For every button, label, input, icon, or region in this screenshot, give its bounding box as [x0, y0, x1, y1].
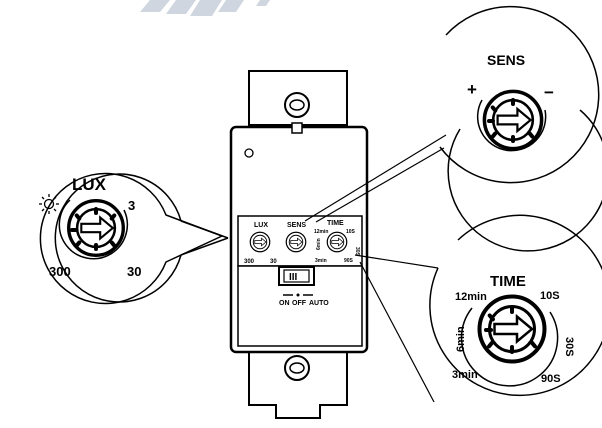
- time-10s-label: 10S: [540, 290, 560, 302]
- device-sens-label: SENS: [287, 222, 306, 229]
- device-time-3min: 3min: [315, 258, 327, 264]
- top-edge-marks: [140, 0, 270, 16]
- sens-minus-label: −: [544, 83, 554, 102]
- time-12min-label: 12min: [455, 291, 487, 303]
- sens-dial-notches: [487, 98, 535, 143]
- time-3min-label: 3min: [452, 369, 478, 381]
- switch-symbol: III: [289, 272, 298, 283]
- sens-callout: SENS + −: [304, 5, 602, 252]
- lux-dial-notches: [70, 207, 117, 251]
- time-title: TIME: [490, 273, 526, 290]
- device-labels: LUX SENS TIME 300 30 12min 10S 6min 30S …: [244, 220, 360, 265]
- sun-icon: [39, 194, 59, 214]
- device-sens-knob[interactable]: [285, 231, 307, 253]
- time-callout: TIME 12min 10S 6min 30S 3min 90S: [354, 214, 602, 403]
- lux-min-label: 300: [49, 264, 71, 279]
- device-time-12min: 12min: [314, 229, 328, 235]
- lux-max-label: 3: [128, 198, 135, 213]
- device-time-90s: 90S: [344, 258, 354, 264]
- device-lux-300: 300: [244, 259, 255, 265]
- lux-mid-label: 30: [127, 264, 141, 279]
- time-6min-label: 6min: [455, 326, 467, 352]
- device-lux-label: LUX: [254, 222, 268, 229]
- time-dial-notches: [484, 305, 537, 354]
- device-time-knob[interactable]: [326, 231, 348, 253]
- mounting-bracket: [248, 70, 348, 419]
- top-screw-hole: [284, 92, 310, 118]
- bottom-screw-hole: [284, 355, 310, 381]
- switch-off-label: OFF: [292, 300, 307, 307]
- switch-auto-label: AUTO: [309, 300, 329, 307]
- device-lux-knob[interactable]: [249, 231, 271, 253]
- device-lux-30: 30: [270, 259, 277, 265]
- device-time-30s: 30S: [354, 247, 360, 257]
- device-time-label: TIME: [327, 220, 344, 227]
- sens-plus-label: +: [467, 80, 477, 99]
- switch-on-label: ON: [279, 300, 290, 307]
- lux-callout: LUX 3 300 30: [39, 172, 229, 305]
- time-30s-label: 30S: [563, 337, 575, 357]
- device-time-6min: 6min: [316, 238, 322, 250]
- lux-title: LUX: [72, 175, 107, 194]
- sens-title: SENS: [487, 52, 525, 68]
- device-time-10s: 10S: [346, 229, 356, 235]
- time-90s-label: 90S: [541, 373, 561, 385]
- mode-switch[interactable]: III ON OFF AUTO: [278, 266, 329, 307]
